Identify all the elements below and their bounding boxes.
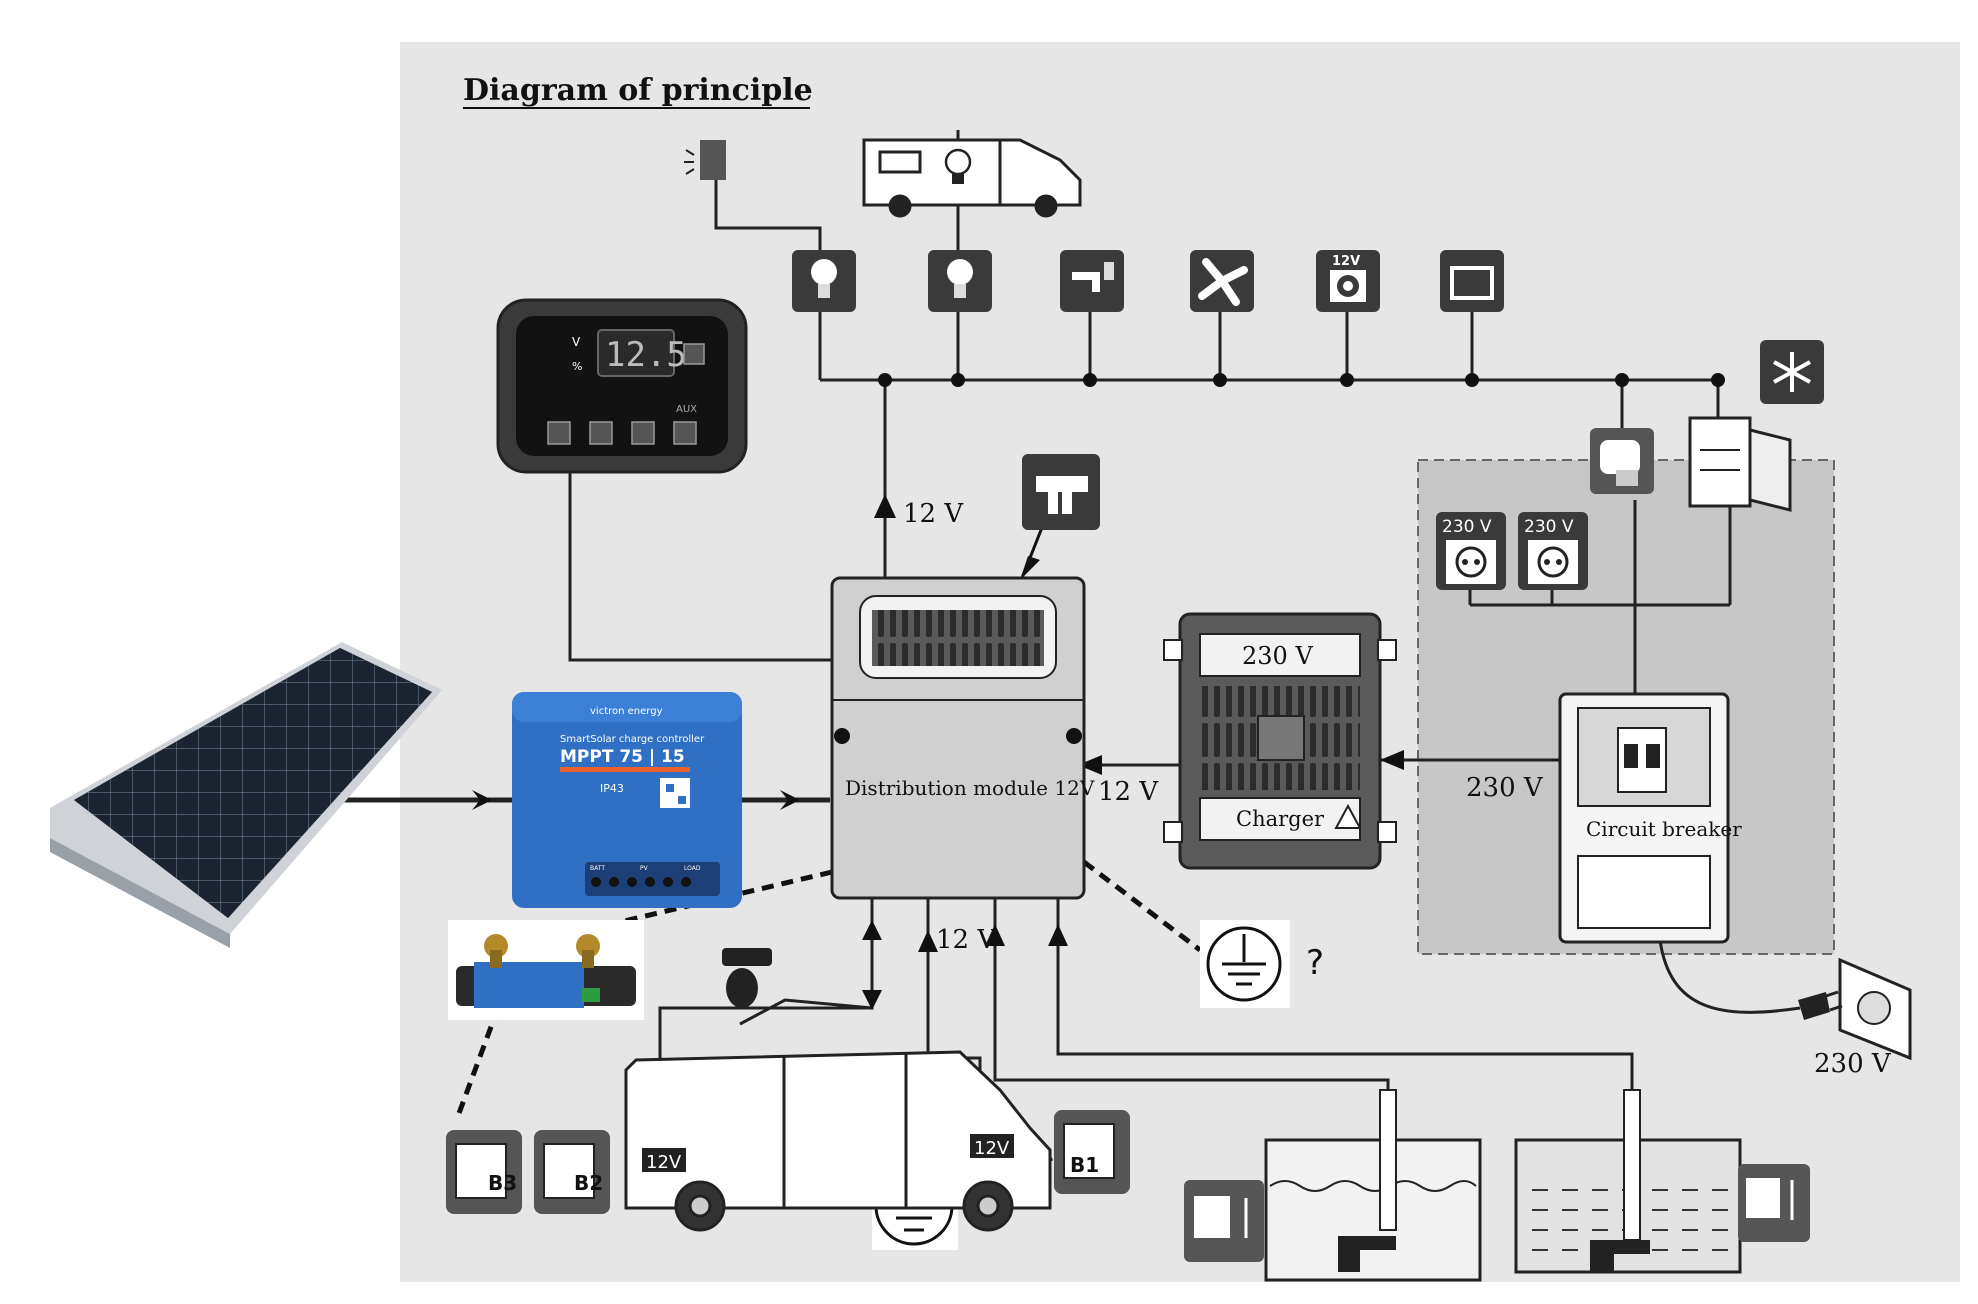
- wiring: [338, 130, 1801, 1130]
- snowflake-icon: [1760, 340, 1824, 404]
- circuit-breaker: Circuit breaker: [1558, 692, 1742, 944]
- charger-label: Charger: [1236, 807, 1325, 831]
- control-panel: 12.5 V % AUX: [496, 298, 748, 474]
- mppt-model-line: SmartSolar charge controller: [560, 734, 705, 745]
- mppt-port-pv: PV: [640, 865, 649, 872]
- water-tank-fresh: [1264, 1089, 1482, 1282]
- label-12v-bottom: 12 V: [936, 925, 997, 955]
- battery-b3-label: B3: [488, 1171, 517, 1195]
- mains-plug-icon: [1798, 990, 1843, 1020]
- van-left-label-bg: [642, 1148, 686, 1172]
- control-panel-buttons: [547, 421, 697, 445]
- battery-monitor-shunt-icon: [448, 920, 644, 1020]
- speaker-voltage-label: 12V: [1332, 254, 1360, 269]
- socket-230v-1: 230 V: [1436, 512, 1506, 590]
- label-12v-up: 12 V: [903, 499, 964, 529]
- arrow-bottom-3: [1048, 924, 1068, 946]
- earth-question-mark: ?: [1306, 943, 1324, 983]
- water-pump-icon: [1060, 250, 1124, 312]
- water-tank-waste: [1514, 1089, 1742, 1274]
- mppt-port-batt: BATT: [590, 865, 605, 872]
- mppt-brand: victron energy: [590, 706, 663, 717]
- fan-icon: [1190, 250, 1254, 312]
- arrow-bidir-up: [862, 920, 882, 940]
- control-panel-unit-v: V: [572, 335, 581, 349]
- wall-socket-icon: [1838, 957, 1912, 1061]
- arrow-breaker-to-charger: [1380, 750, 1404, 770]
- battery-b1: B1: [1054, 1110, 1130, 1194]
- mppt-controller: victron energy SmartSolar charge control…: [512, 692, 742, 908]
- tap-icon: [1338, 1236, 1396, 1272]
- van-right-label: 12V: [974, 1138, 1010, 1159]
- arrow-bottom-2: [985, 924, 1005, 946]
- battery-b3: B3: [446, 1130, 522, 1214]
- fuse-icon: [1022, 454, 1100, 530]
- circuit-breaker-label: Circuit breaker: [1586, 817, 1742, 841]
- battery-b1-label: B1: [1070, 1153, 1099, 1177]
- van-right-label-bg: [970, 1134, 1014, 1158]
- battery-b2-label: B2: [574, 1171, 603, 1195]
- van-left-label: 12V: [646, 1152, 682, 1173]
- arrow-solar-in: [472, 790, 492, 810]
- lamp-icon: [792, 250, 856, 312]
- control-panel-reading: 12.5: [605, 335, 687, 375]
- lamp-icon-2: [928, 250, 992, 312]
- tv-icon: [1440, 250, 1504, 312]
- arrow-bottom-1: [918, 930, 938, 952]
- tank-level-icon-fresh: [1184, 1180, 1264, 1262]
- van-bulb-icon: [944, 148, 972, 184]
- speaker-icon: 12V: [1316, 250, 1380, 312]
- socket-label-1: 230 V: [1442, 517, 1492, 537]
- arrow-charger-to-module: [1078, 755, 1102, 775]
- arrow-bidir-down: [862, 990, 882, 1010]
- battery-b2: B2: [534, 1130, 610, 1214]
- earth-ground-icon: [1200, 920, 1290, 1008]
- mppt-port-load: LOAD: [684, 865, 701, 872]
- label-230v-mains: 230 V: [1814, 1049, 1892, 1079]
- arrow-solar-out: [780, 790, 800, 810]
- water-heater-icon: [1590, 428, 1654, 494]
- mppt-model: MPPT 75 | 15: [560, 747, 685, 767]
- wall-lamp-icon: [684, 140, 726, 180]
- label-230v-breaker: 230 V: [1466, 773, 1544, 803]
- socket-230v-2: 230 V: [1518, 512, 1588, 590]
- van-top-icon: [862, 138, 1082, 218]
- socket-label-2: 230 V: [1524, 517, 1574, 537]
- tank-level-icon-waste: [1738, 1164, 1810, 1242]
- mppt-rating: IP43: [600, 782, 624, 795]
- distribution-module: Distribution module 12V: [830, 576, 1095, 900]
- mppt-orange-band: [560, 767, 690, 772]
- control-panel-aux-label: AUX: [676, 404, 697, 415]
- arrow-up-12v: [874, 494, 896, 518]
- charger-input-label: 230 V: [1242, 642, 1313, 670]
- control-panel-display: [597, 329, 675, 377]
- control-panel-bulb-button: [683, 343, 705, 365]
- solar-panel-icon: [50, 642, 442, 948]
- bus-junctions: [878, 373, 1725, 387]
- van-bottom-icon: [624, 1050, 1052, 1232]
- charger: 230 V Charger: [1163, 612, 1397, 870]
- warning-icon: [1334, 803, 1362, 829]
- label-12v-charger-out: 12 V: [1098, 777, 1159, 807]
- distribution-module-label: Distribution module 12V: [845, 776, 1095, 800]
- switch-icon: [722, 948, 772, 1008]
- fridge-icon: [1688, 416, 1792, 512]
- diagram-title: Diagram of principle: [463, 73, 813, 108]
- control-panel-unit-pct: %: [572, 360, 582, 373]
